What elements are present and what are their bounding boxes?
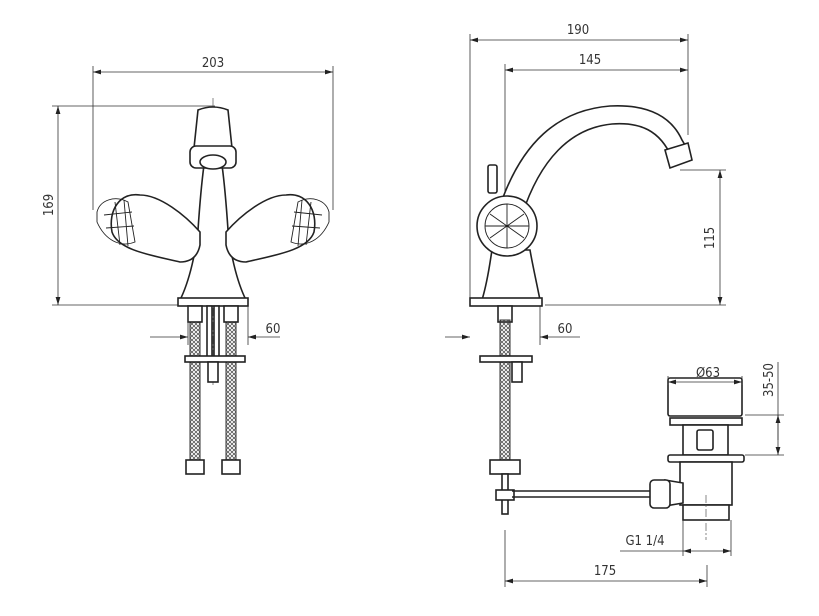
dim-203-label: 203: [202, 56, 224, 71]
front-faucet-body: [96, 106, 330, 307]
dim-thread-label: G1 1/4: [625, 534, 664, 549]
side-reach-dimension: 145: [504, 53, 688, 200]
waste-diameter-dimension: Ø63: [667, 366, 743, 385]
side-spacing-dimension: 60: [445, 306, 580, 345]
waste-thread-dimension: G1 1/4: [620, 520, 732, 556]
waste-rod-dimension: 175: [504, 530, 708, 587]
dim-diameter-label: Ø63: [696, 366, 720, 381]
front-spacing-dimension: 60: [150, 306, 280, 345]
dim-60-front-label: 60: [266, 322, 281, 337]
front-width-dimension: 203: [92, 56, 334, 210]
side-depth-dimension: 190: [469, 23, 689, 300]
dim-175-label: 175: [594, 564, 616, 579]
side-supply-hose: [479, 305, 533, 515]
dim-145-label: 145: [579, 53, 601, 68]
dim-190-label: 190: [567, 23, 589, 38]
pop-up-waste: Ø63 35-50 G1 1/4 175: [504, 362, 784, 587]
side-faucet-body: [469, 105, 693, 307]
side-view: 190 145 115: [445, 23, 726, 515]
dim-60-side-label: 60: [558, 322, 573, 337]
dim-169-label: 169: [42, 194, 57, 216]
dim-115-label: 115: [703, 227, 718, 249]
front-view: 203 169: [42, 56, 334, 475]
dim-lift-label: 35-50: [762, 363, 777, 397]
front-height-dimension: 169: [42, 105, 215, 306]
side-height-dimension: 115: [545, 169, 726, 306]
front-supply-hoses: [184, 305, 246, 475]
waste-lift-dimension: 35-50: [745, 362, 784, 456]
